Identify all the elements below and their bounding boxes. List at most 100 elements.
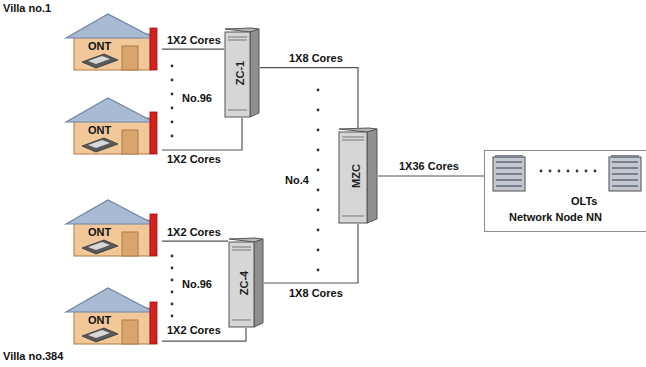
dot (317, 189, 320, 192)
villa-house: ONT (62, 198, 162, 258)
dot (317, 209, 320, 212)
dot (171, 65, 174, 68)
cabinet-vent (228, 110, 247, 111)
count-label: No.96 (182, 278, 212, 291)
cabinet-vent (342, 216, 364, 217)
ont-device (82, 54, 118, 68)
dot (171, 267, 174, 270)
house-roof (66, 288, 154, 312)
dot (549, 170, 552, 173)
olt-card-row (612, 179, 638, 180)
count-label: No.96 (182, 92, 212, 105)
house-wall (74, 308, 150, 344)
ont-device-top (88, 140, 110, 148)
dot (171, 315, 174, 318)
olt-card-row (612, 167, 638, 168)
cabinet-vent (232, 247, 251, 248)
dot (171, 79, 174, 82)
house-label: ONT (88, 124, 111, 137)
zone-cabinet: ZC-1 (224, 28, 260, 118)
fiber-cable (162, 49, 224, 50)
dot (317, 109, 320, 112)
dot (171, 121, 174, 124)
cable-label: 1X8 Cores (288, 52, 344, 65)
dot (171, 93, 174, 96)
olt-rack (493, 157, 525, 191)
villa-house: Villa no.1ONT (62, 12, 162, 72)
villa-house-drawing (62, 198, 162, 258)
dot (171, 291, 174, 294)
cabinet-front (229, 242, 254, 327)
house-label: ONT (88, 314, 111, 327)
cabinet-front (225, 32, 250, 117)
fiber-cable (162, 118, 242, 150)
dot (171, 255, 174, 258)
cabinet-top (229, 238, 263, 242)
olt-card-row (496, 173, 522, 174)
house-wall (74, 220, 150, 256)
fiber-termination-box (150, 214, 157, 256)
dot (171, 135, 174, 138)
main-zone-cabinet: MZC (338, 128, 378, 224)
dot (171, 107, 174, 110)
olt-rack-cap (611, 155, 639, 158)
ont-device-top (88, 242, 110, 250)
ont-device (82, 240, 118, 254)
house-wall (74, 34, 150, 70)
olt-card-row (612, 185, 638, 186)
cabinet-label: ZC-1 (234, 61, 247, 85)
node-name: Network Node NN (509, 211, 602, 224)
house-door (122, 46, 138, 70)
dot (317, 269, 320, 272)
dot (317, 229, 320, 232)
house-label: ONT (88, 40, 111, 53)
cabinet-vent (232, 250, 251, 251)
network-node-box: OLTsNetwork Node NN (484, 150, 646, 232)
villa-name: Villa no.384 (3, 350, 63, 363)
dot (317, 89, 320, 92)
cabinet-label: MZC (350, 164, 363, 188)
ont-device (82, 328, 118, 342)
olt-label: OLTs (571, 195, 597, 208)
villa-house: ONT (62, 96, 162, 156)
fiber-termination-box (150, 28, 157, 70)
cabinet-label: ZC-4 (238, 271, 251, 295)
olt-card-row (496, 161, 522, 162)
cabinet-vent (228, 37, 247, 38)
villa-house-drawing (62, 286, 162, 346)
house-door (122, 130, 138, 154)
cabinet-front (339, 132, 367, 223)
dot (317, 169, 320, 172)
cabinet-side (367, 129, 377, 223)
villa-house-drawing (62, 96, 162, 156)
dot (585, 170, 588, 173)
olt-rack-cap (495, 155, 523, 158)
olt-card-row (496, 167, 522, 168)
dot (558, 170, 561, 173)
cabinet-vent (342, 140, 364, 141)
cabinet-vent (342, 137, 364, 138)
cable-label: 1X2 Cores (166, 226, 222, 239)
house-roof (66, 200, 154, 224)
cabinet-side (250, 29, 259, 117)
fiber-termination-box (150, 112, 157, 154)
house-wall (74, 118, 150, 154)
dot (594, 170, 597, 173)
cable-label: 1X2 Cores (166, 34, 222, 47)
ont-device-top (88, 56, 110, 64)
house-door (122, 320, 138, 344)
cable-label: 1X36 Cores (398, 160, 460, 173)
cabinet-top (339, 128, 377, 132)
dot (540, 170, 543, 173)
olt-rack (609, 157, 641, 191)
fiber-cable (260, 68, 358, 128)
zone-cabinet: ZC-4 (228, 238, 264, 328)
cabinet-side (254, 239, 263, 327)
dot (171, 279, 174, 282)
fiber-termination-box (150, 302, 157, 344)
dot (317, 249, 320, 252)
villa-house: ONTVilla no.384 (62, 286, 162, 346)
olt-card-row (612, 173, 638, 174)
fiber-cable (264, 224, 358, 283)
dot (317, 149, 320, 152)
